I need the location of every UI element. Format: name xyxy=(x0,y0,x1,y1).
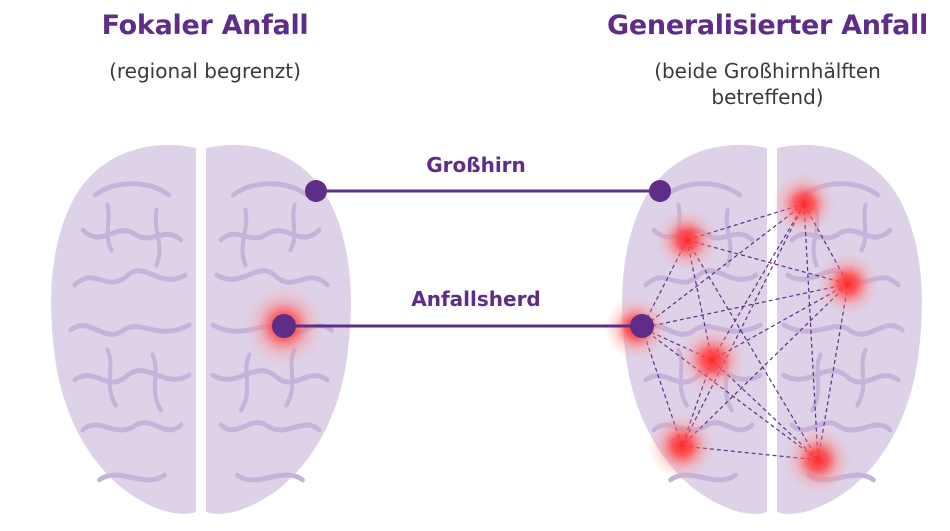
seizure-glow xyxy=(678,326,746,394)
focus-marker-left xyxy=(272,314,296,338)
cerebrum-marker-right xyxy=(649,180,671,202)
seizure-glow xyxy=(772,172,836,236)
seizure-glow xyxy=(655,208,719,272)
seizure-glow xyxy=(784,426,852,494)
seizure-glow xyxy=(648,412,716,480)
cerebrum-label: Großhirn xyxy=(426,153,526,177)
cerebrum-marker-left xyxy=(305,180,327,202)
focus-label: Anfallsherd xyxy=(411,287,541,311)
focus-marker-right xyxy=(630,314,654,338)
seizure-glow xyxy=(816,252,880,316)
cerebrum-callout: Großhirn xyxy=(305,153,671,202)
focal-brain xyxy=(51,145,351,514)
